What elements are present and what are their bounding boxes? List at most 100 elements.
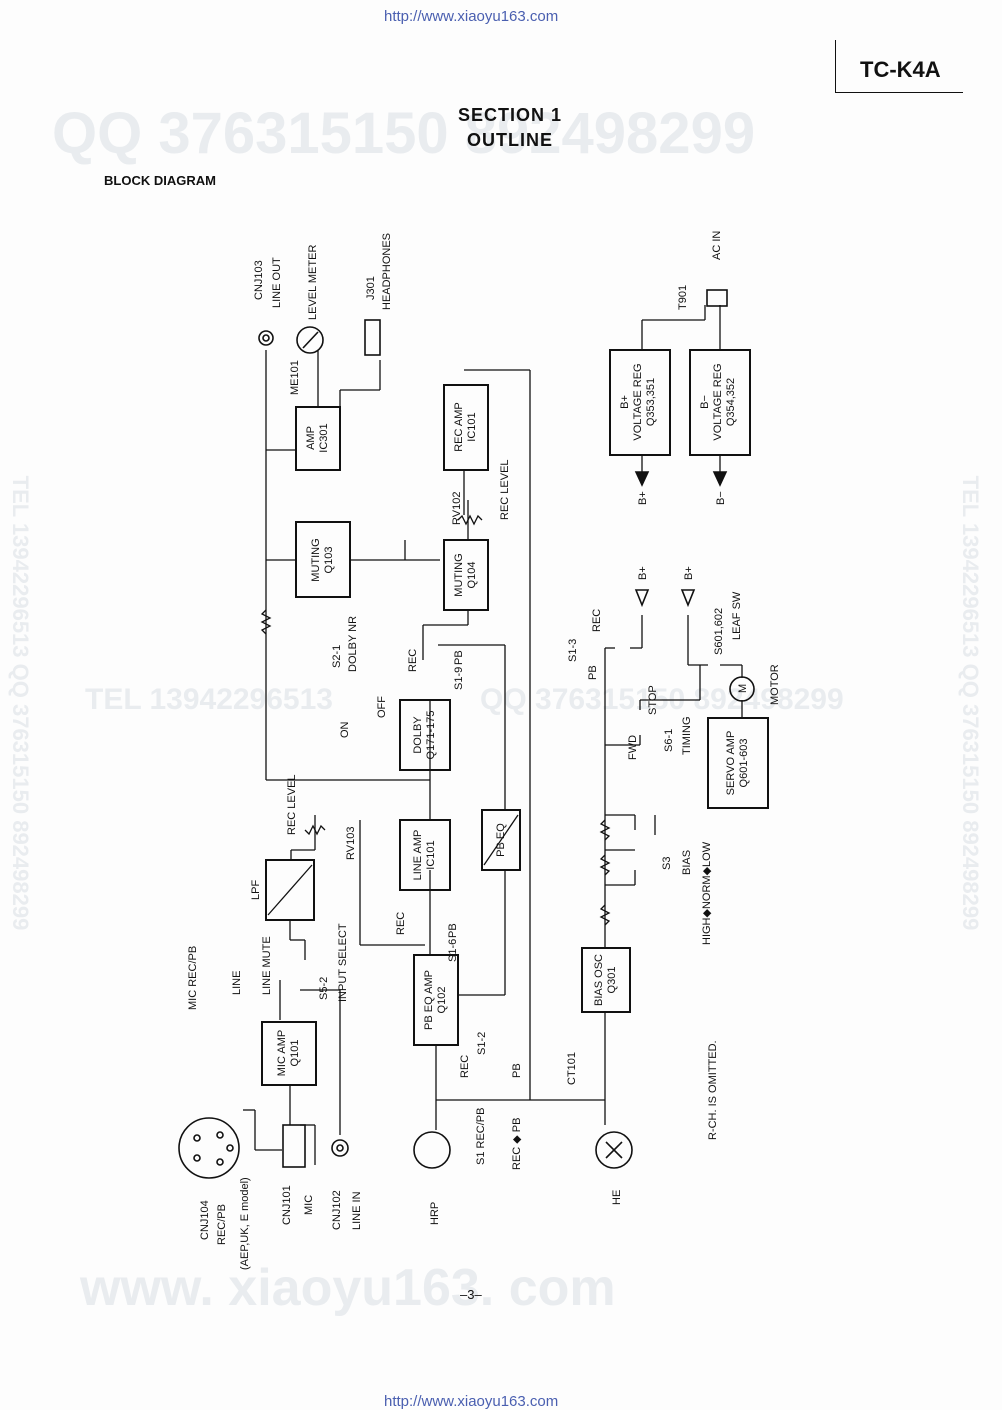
svg-text:S1 REC/PB: S1 REC/PB: [475, 1108, 487, 1165]
watermark-www: www. xiaoyu163. com: [80, 1259, 616, 1317]
url-top[interactable]: http://www.xiaoyu163.com: [384, 8, 559, 25]
svg-text:PB: PB: [511, 1063, 523, 1078]
svg-text:S1-6: S1-6: [447, 939, 459, 962]
block-amp-ic301: [295, 406, 341, 471]
svg-text:PB EQ: PB EQ: [495, 823, 507, 857]
model-number: TC-K4A: [860, 57, 941, 82]
svg-text:B+: B+: [683, 566, 695, 580]
svg-text:Q354,352: Q354,352: [725, 378, 737, 426]
url-bottom[interactable]: http://www.xiaoyu163.com: [384, 1393, 559, 1410]
svg-text:RV102: RV102: [451, 492, 463, 525]
block-vreg-bminus: [689, 349, 751, 456]
block-diagram-heading: BLOCK DIAGRAM: [104, 173, 216, 188]
label-vreg-bminus: B− VOLTAGE REG Q354,352: [699, 363, 737, 440]
svg-text:INPUT SELECT: INPUT SELECT: [337, 923, 349, 1002]
svg-text:REC: REC: [395, 912, 407, 935]
svg-text:S1-9: S1-9: [453, 667, 465, 690]
block-muting-q104: [443, 539, 489, 611]
svg-text:REC: REC: [459, 1055, 471, 1078]
svg-text:PB: PB: [453, 650, 465, 665]
svg-text:CNJ104: CNJ104: [199, 1200, 211, 1240]
svg-text:REC AMP: REC AMP: [453, 402, 465, 452]
svg-text:J301: J301: [365, 276, 377, 300]
svg-text:REC/PB: REC/PB: [216, 1204, 228, 1245]
page-number: –3–: [460, 1287, 482, 1302]
svg-text:DOLBY: DOLBY: [412, 716, 424, 754]
svg-text:B+: B+: [619, 395, 631, 409]
block-mic-amp: [261, 1021, 317, 1086]
block-rec-amp: [443, 384, 489, 471]
block-servo-amp: [707, 717, 769, 809]
svg-text:Q101: Q101: [289, 1040, 301, 1067]
svg-text:IC101: IC101: [466, 412, 478, 441]
svg-text:REC: REC: [591, 609, 603, 632]
section-title: SECTION 1: [457, 105, 563, 125]
connectors: [178, 289, 755, 1179]
svg-text:S601,602: S601,602: [713, 608, 725, 655]
svg-text:RV103: RV103: [345, 827, 357, 860]
svg-text:REC LEVEL: REC LEVEL: [286, 774, 298, 835]
label-mic-amp: MIC AMP Q101: [276, 1030, 301, 1076]
svg-text:HRP: HRP: [429, 1202, 441, 1225]
svg-text:Q104: Q104: [466, 562, 478, 589]
svg-text:B−: B−: [699, 395, 711, 409]
block-bias-osc: [581, 947, 631, 1013]
svg-text:Q601-603: Q601-603: [738, 739, 750, 788]
svg-text:B+: B+: [637, 491, 649, 505]
svg-text:LINE: LINE: [231, 971, 243, 995]
svg-text:HE: HE: [611, 1190, 623, 1205]
label-amp-ic301: AMP IC301: [305, 423, 330, 452]
outline-title: OUTLINE: [467, 130, 553, 150]
label-servo-amp: SERVO AMP Q601-603: [725, 731, 750, 796]
svg-text:CT101: CT101: [566, 1052, 578, 1085]
watermark-tel-mid: TEL 13942296513: [85, 683, 333, 716]
svg-text:AMP: AMP: [305, 426, 317, 450]
svg-text:BIAS OSC: BIAS OSC: [593, 954, 605, 1006]
svg-text:AC IN: AC IN: [711, 231, 723, 260]
svg-text:B−: B−: [715, 491, 727, 505]
svg-text:CNJ103: CNJ103: [253, 260, 265, 300]
label-rec-amp: REC AMP IC101: [453, 402, 478, 452]
svg-text:LINE AMP: LINE AMP: [412, 830, 424, 881]
svg-text:LEVEL METER: LEVEL METER: [307, 245, 319, 320]
svg-text:S3: S3: [661, 857, 673, 870]
block-line-amp: [399, 819, 451, 891]
model-divider: [835, 40, 836, 93]
svg-text:PB EQ AMP: PB EQ AMP: [423, 970, 435, 1030]
label-muting-q104: MUTING Q104: [453, 553, 478, 596]
svg-text:VOLTAGE REG: VOLTAGE REG: [712, 363, 724, 440]
svg-text:MOTOR: MOTOR: [769, 664, 781, 705]
label-dolby: DOLBY Q171-175: [412, 711, 437, 760]
svg-text:LEAF SW: LEAF SW: [731, 591, 743, 640]
svg-text:CNJ102: CNJ102: [331, 1190, 343, 1230]
svg-text:MIC: MIC: [303, 1195, 315, 1215]
label-pb-eq-amp: PB EQ AMP Q102: [423, 970, 448, 1030]
svg-text:Q102: Q102: [436, 987, 448, 1014]
svg-text:REC ◆ PB: REC ◆ PB: [511, 1118, 523, 1170]
block-pb-eq: [481, 809, 521, 871]
block-lpf: [265, 859, 315, 921]
block-vreg-bplus: [609, 349, 671, 456]
svg-text:T901: T901: [677, 285, 689, 310]
arrows: [634, 471, 728, 608]
svg-text:FWD: FWD: [627, 735, 639, 760]
label-bias-osc: BIAS OSC Q301: [593, 954, 618, 1006]
svg-text:S6-1: S6-1: [663, 729, 675, 752]
label-pb-eq: PB EQ: [495, 823, 507, 857]
watermark-qq-top: QQ 376315150 892498299: [52, 101, 756, 166]
svg-text:REC: REC: [407, 649, 419, 672]
svg-text:ME101: ME101: [289, 360, 301, 395]
svg-text:Q171-175: Q171-175: [425, 711, 437, 760]
svg-text:S5-2: S5-2: [318, 977, 330, 1000]
svg-text:Q353,351: Q353,351: [645, 378, 657, 426]
resistors: [260, 514, 611, 926]
block-muting-q103: [295, 521, 351, 598]
label-muting-q103: MUTING Q103: [310, 538, 335, 581]
svg-text:IC301: IC301: [318, 423, 330, 452]
svg-text:IC101: IC101: [425, 840, 437, 869]
block-pb-eq-amp: [413, 954, 459, 1046]
svg-text:VOLTAGE REG: VOLTAGE REG: [632, 363, 644, 440]
svg-text:HEADPHONES: HEADPHONES: [381, 233, 393, 310]
